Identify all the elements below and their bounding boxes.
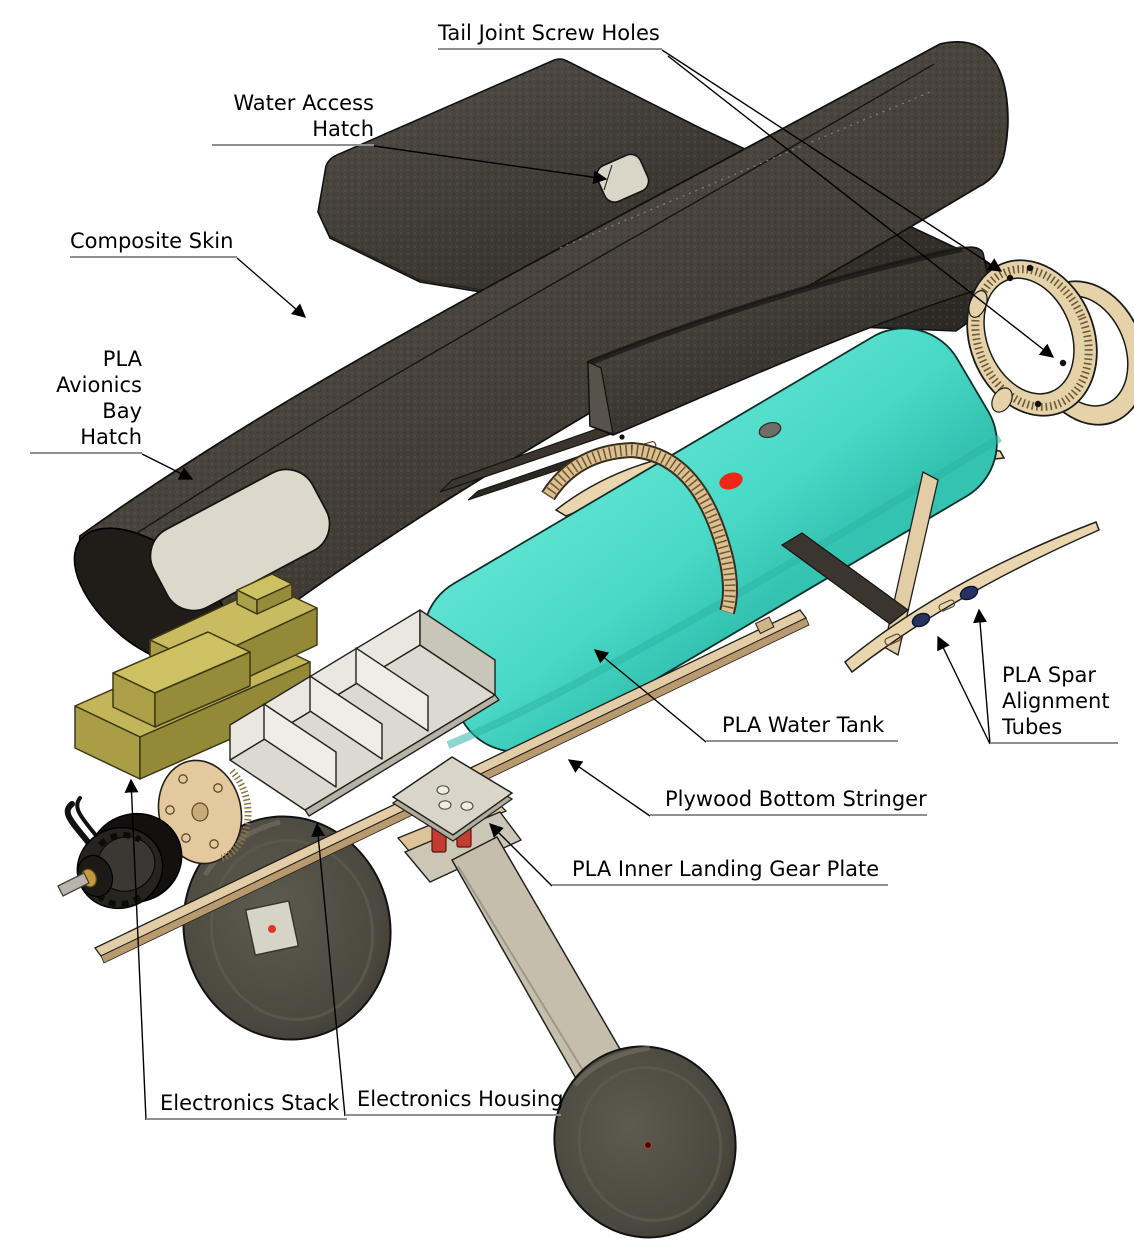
tail-screw <box>1026 264 1034 272</box>
leader-electronics-housing <box>311 822 346 1117</box>
leader-tail-joint-a <box>661 49 1003 272</box>
label-pla-inner-landing-gear-plate: PLA Inner Landing Gear Plate <box>552 856 888 886</box>
label-electronics-stack: Electronics Stack <box>146 1090 347 1120</box>
leader-spar-tubes-a <box>937 635 991 745</box>
leader-stringer <box>567 759 651 817</box>
fuselage-composite-skin <box>73 40 1009 669</box>
electronics-stack <box>74 573 318 780</box>
label-water-access-hatch: Water Access Hatch <box>212 90 374 146</box>
label-electronics-housing: Electronics Housing <box>345 1086 564 1116</box>
leader-lines <box>124 49 1055 1121</box>
label-pla-avionics-bay-hatch: PLA Avionics Bay Hatch <box>30 346 142 454</box>
tail-screw <box>1034 400 1042 408</box>
leader-water-hatch <box>373 145 608 185</box>
label-pla-spar-alignment-tubes: PLA Spar Alignment Tubes <box>990 662 1118 744</box>
spar-alignment-tube <box>911 612 931 628</box>
tail-screw <box>1059 359 1067 367</box>
tank-port <box>758 421 782 439</box>
electronics-housing <box>229 609 500 817</box>
spar-alignment-tube <box>959 585 979 601</box>
leader-tail-joint-b <box>667 55 1055 358</box>
tail-joint-rings <box>966 259 1134 426</box>
bulkhead-ring-strap <box>541 441 738 615</box>
leader-gear-plate <box>489 823 553 887</box>
motor-shaft <box>57 872 90 897</box>
leader-water-tank <box>593 649 707 743</box>
axle-red-dot <box>268 925 276 933</box>
left-wheel <box>182 815 392 1041</box>
leader-composite-skin <box>236 257 307 318</box>
landing-gear <box>391 756 626 1084</box>
label-tail-joint-screw-holes: Tail Joint Screw Holes <box>438 20 662 50</box>
tail-screw <box>1006 274 1014 282</box>
bottom-wheel <box>553 1045 737 1239</box>
inner-landing-gear-plate <box>391 756 514 842</box>
water-access-hatch <box>595 153 650 203</box>
leader-avionics-hatch <box>141 453 194 480</box>
tank-red-dot <box>719 472 743 490</box>
leader-electronics-stack <box>124 778 147 1121</box>
frame-lower-rail <box>780 471 1100 674</box>
right-wing-panel <box>587 246 991 436</box>
label-pla-water-tank: PLA Water Tank <box>706 712 898 742</box>
label-plywood-bottom-stringer: Plywood Bottom Stringer <box>650 786 927 816</box>
label-composite-skin: Composite Skin <box>70 228 237 258</box>
carbon-wing-spar-left <box>439 411 644 501</box>
leader-spar-tubes-b <box>973 608 991 745</box>
